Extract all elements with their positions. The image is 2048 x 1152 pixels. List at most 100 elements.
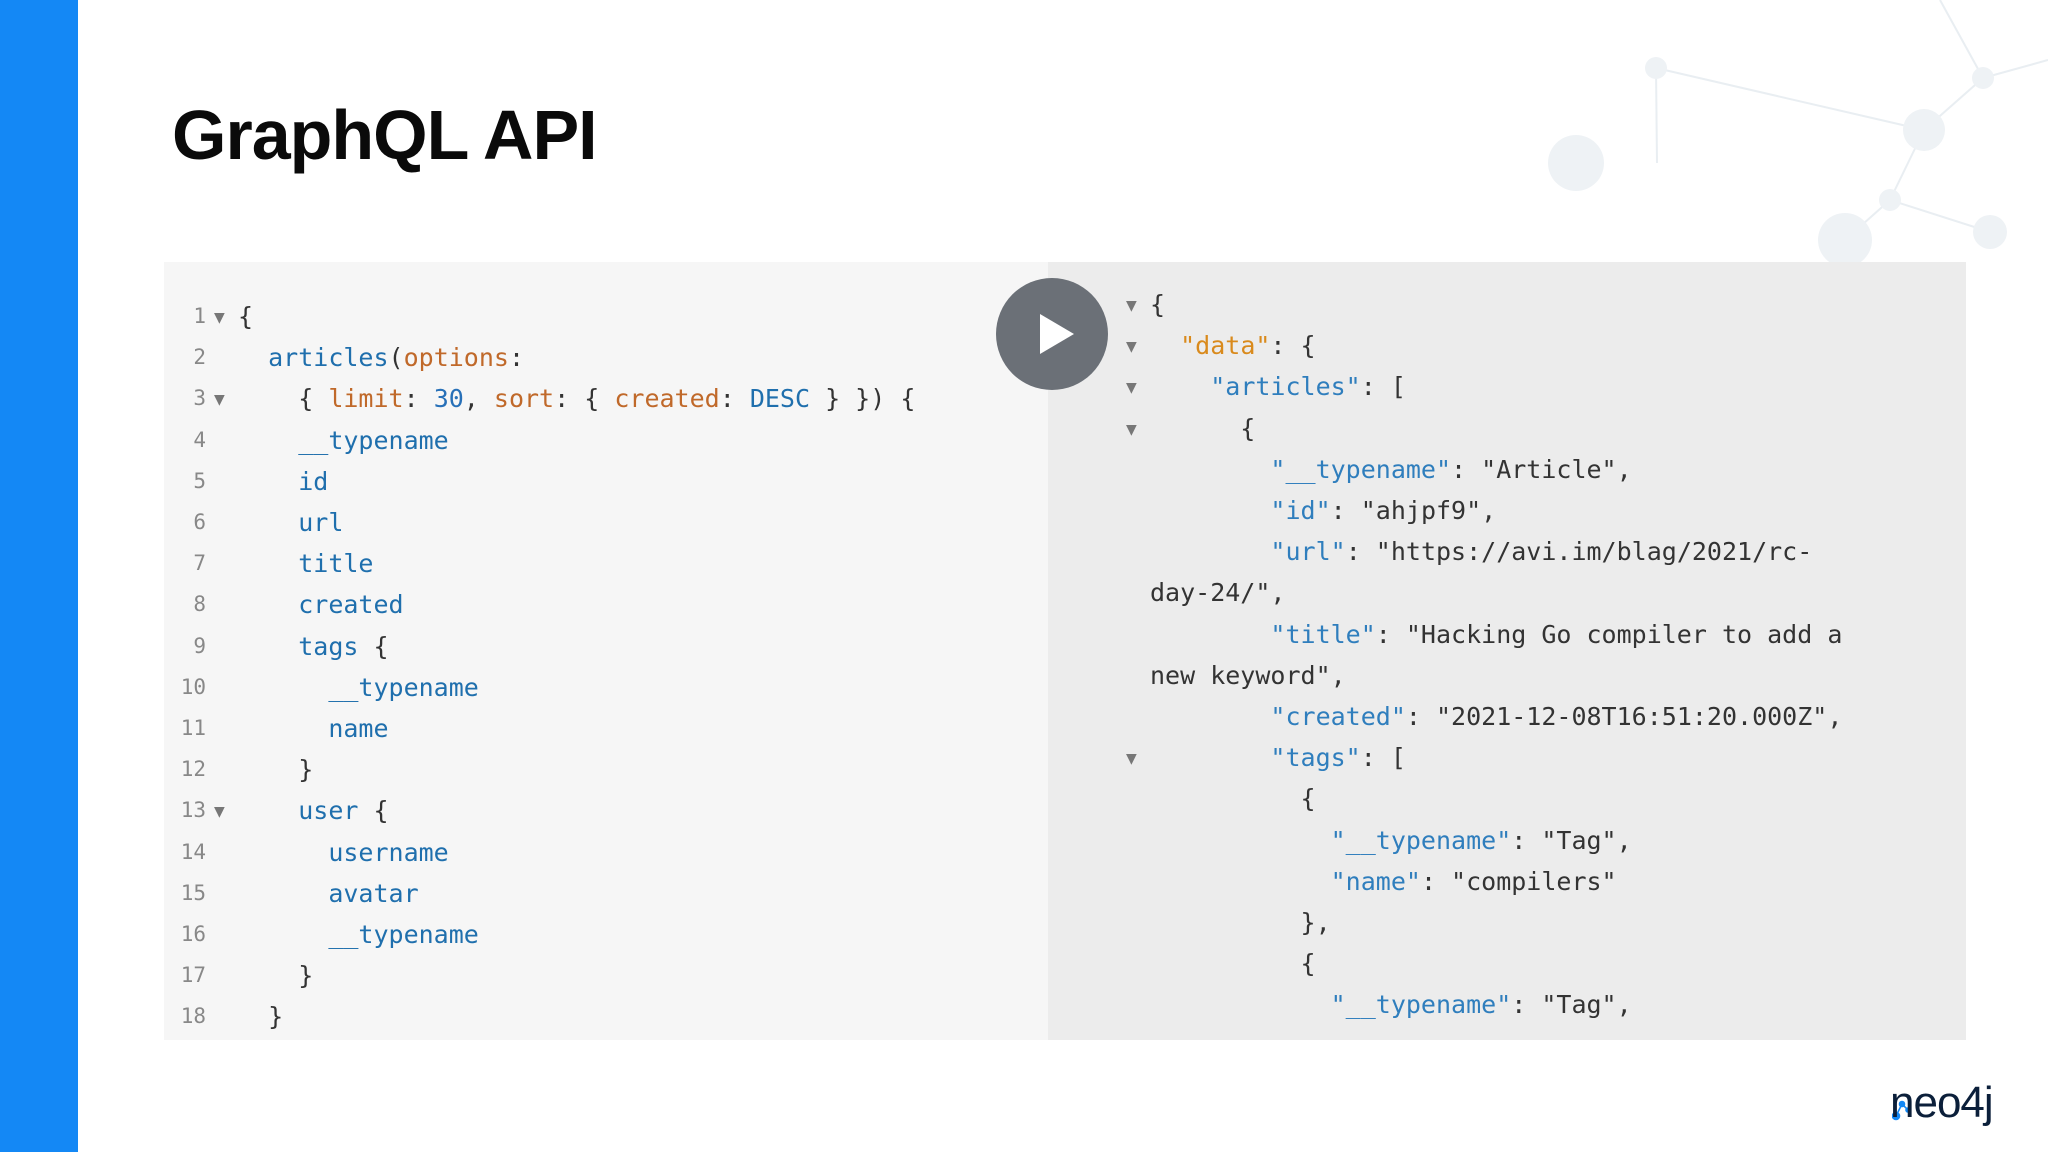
code-token: "tags" bbox=[1270, 743, 1361, 773]
fold-arrow-icon[interactable]: ▼ bbox=[1126, 298, 1137, 314]
code-text: title bbox=[238, 543, 373, 584]
line-number: 16 bbox=[180, 922, 206, 946]
code-token bbox=[238, 343, 268, 372]
neo4j-logo: neo4j bbox=[1890, 1078, 1994, 1127]
line-number: 1 bbox=[193, 304, 206, 328]
code-text: { bbox=[1150, 943, 1316, 984]
slide-title: GraphQL API bbox=[172, 96, 598, 174]
code-text: "title": "Hacking Go compiler to add a bbox=[1150, 614, 1842, 655]
code-token bbox=[238, 508, 298, 537]
code-token: 30 bbox=[433, 384, 464, 414]
code-token: ( bbox=[388, 343, 404, 373]
line-number: 9 bbox=[193, 633, 206, 658]
code-token: "__typename" bbox=[1270, 454, 1452, 484]
fold-arrow-icon[interactable]: ▼ bbox=[214, 392, 225, 409]
fold-arrow-icon[interactable]: ▼ bbox=[214, 310, 225, 326]
code-text: { bbox=[238, 296, 253, 337]
line-number: 12 bbox=[180, 757, 206, 782]
code-token: __typename bbox=[328, 672, 479, 702]
code-text: __typename bbox=[238, 420, 449, 461]
code-text: } bbox=[238, 996, 283, 1037]
code-token bbox=[238, 549, 298, 578]
code-token bbox=[1150, 826, 1331, 855]
line-number: 2 bbox=[193, 345, 206, 370]
code-text: "__typename": "Tag", bbox=[1150, 820, 1632, 861]
fold-arrow-icon[interactable]: ▼ bbox=[1126, 380, 1137, 397]
line-number: 15 bbox=[180, 880, 206, 905]
code-text: name bbox=[238, 708, 389, 749]
code-token: tags bbox=[298, 631, 359, 661]
code-text: "created": "2021-12-08T16:51:20.000Z", bbox=[1150, 696, 1842, 737]
code-token: "data" bbox=[1180, 331, 1271, 361]
fold-arrow-icon[interactable]: ▼ bbox=[1126, 339, 1137, 356]
code-token: DESC bbox=[749, 384, 811, 414]
code-token bbox=[1150, 331, 1180, 360]
code-token bbox=[1150, 620, 1270, 649]
code-token: , bbox=[463, 384, 494, 414]
code-text: articles(options: bbox=[238, 337, 524, 378]
code-token: } bbox=[238, 755, 314, 785]
code-token: : "Article", bbox=[1451, 454, 1632, 484]
code-token: name bbox=[328, 714, 389, 743]
code-token: day-24/", bbox=[1150, 578, 1286, 608]
code-text: url bbox=[238, 502, 343, 543]
code-token: title bbox=[298, 549, 374, 579]
code-text: new keyword", bbox=[1150, 655, 1346, 696]
line-number: 13 bbox=[180, 798, 206, 823]
fold-arrow-icon[interactable]: ▼ bbox=[214, 804, 225, 821]
code-text: { limit: 30, sort: { created: DESC } }) … bbox=[238, 378, 915, 419]
line-number: 10 bbox=[180, 674, 206, 699]
code-token: } }) { bbox=[810, 384, 916, 414]
code-text: "name": "compilers" bbox=[1150, 861, 1617, 902]
code-token: { bbox=[358, 631, 389, 661]
code-text: "__typename": "Article", bbox=[1150, 449, 1632, 490]
code-token: : [ bbox=[1360, 372, 1406, 402]
fold-arrow-icon[interactable]: ▼ bbox=[1126, 751, 1137, 768]
code-token bbox=[1150, 496, 1270, 525]
code-token bbox=[1150, 372, 1210, 401]
fold-arrow-icon[interactable]: ▼ bbox=[1126, 421, 1137, 438]
code-token: articles bbox=[268, 343, 389, 373]
code-token bbox=[1150, 743, 1270, 772]
code-token: "url" bbox=[1270, 537, 1346, 567]
code-token bbox=[238, 673, 328, 702]
code-token: : bbox=[403, 384, 434, 414]
line-number: 3 bbox=[193, 386, 206, 411]
code-token: user bbox=[298, 796, 359, 826]
code-text: avatar bbox=[238, 873, 418, 914]
code-text: { bbox=[1150, 284, 1165, 325]
line-number: 6 bbox=[193, 510, 206, 534]
code-token bbox=[238, 590, 298, 619]
code-token: : "2021-12-08T16:51:20.000Z", bbox=[1405, 702, 1843, 731]
code-token: : bbox=[508, 343, 525, 373]
code-token bbox=[238, 632, 298, 661]
code-text: id bbox=[238, 461, 328, 502]
code-text: }, bbox=[1150, 902, 1331, 943]
play-button[interactable] bbox=[996, 278, 1108, 390]
line-number: 11 bbox=[180, 716, 206, 740]
code-token: __typename bbox=[298, 425, 449, 455]
code-token bbox=[1150, 702, 1270, 731]
line-number: 7 bbox=[193, 551, 206, 576]
code-token: username bbox=[328, 837, 449, 867]
line-number: 5 bbox=[193, 468, 206, 493]
code-token: created bbox=[614, 384, 720, 414]
code-token: } bbox=[238, 961, 314, 991]
code-token: { bbox=[1150, 949, 1316, 979]
code-text: { bbox=[1150, 408, 1255, 449]
code-token bbox=[238, 838, 328, 867]
code-token: : { bbox=[554, 384, 615, 414]
code-token: : "Tag", bbox=[1511, 990, 1632, 1020]
code-text: "__typename": "Tag", bbox=[1150, 984, 1632, 1025]
code-token: "created" bbox=[1270, 702, 1406, 731]
code-token bbox=[1150, 990, 1331, 1019]
code-token: "articles" bbox=[1210, 372, 1361, 402]
result-viewer-pane[interactable] bbox=[1048, 262, 1966, 1040]
code-text: "id": "ahjpf9", bbox=[1150, 490, 1496, 531]
play-icon bbox=[1040, 314, 1074, 354]
code-text: } bbox=[238, 749, 313, 790]
accent-side-bar bbox=[0, 0, 78, 1152]
code-token: { bbox=[238, 384, 329, 414]
code-text: "articles": [ bbox=[1150, 366, 1406, 407]
code-token: id bbox=[298, 466, 329, 496]
